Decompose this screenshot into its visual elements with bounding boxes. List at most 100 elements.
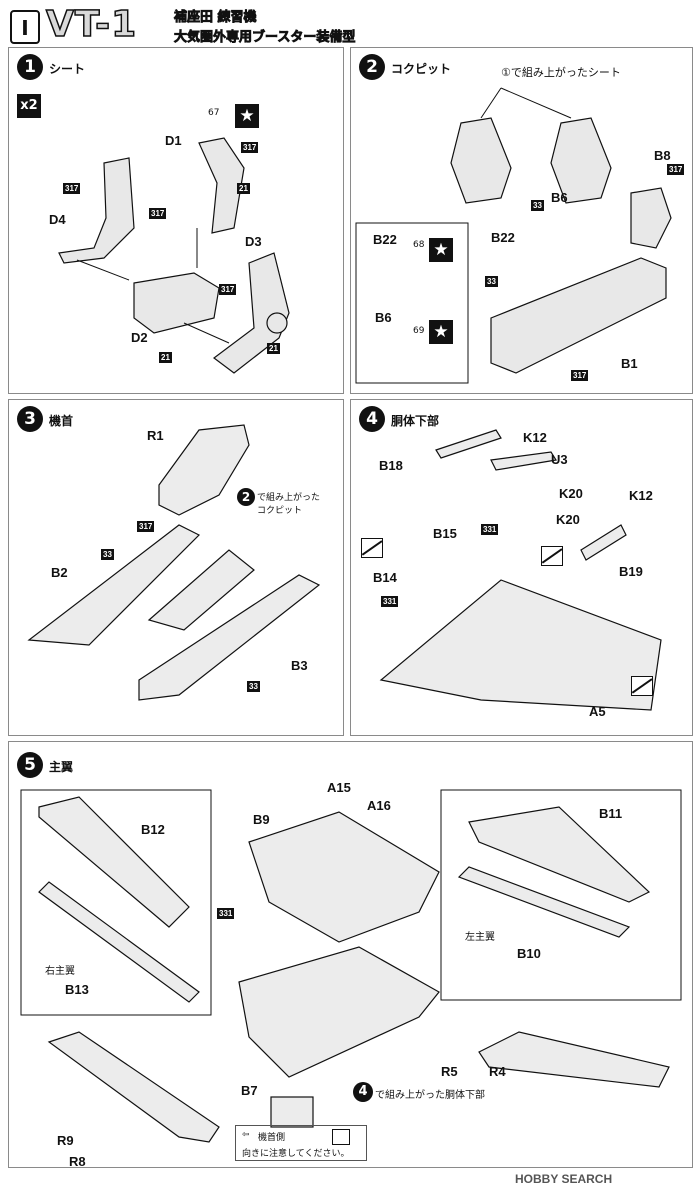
arrow-left-icon: ⇦	[242, 1130, 250, 1140]
star-icon: ★	[429, 238, 453, 262]
part-number: 67	[208, 108, 220, 118]
part-label-a5: A5	[589, 704, 606, 719]
step-1-panel: 1 シート x2 67 ★ D1 D4 D2 D3 317 21 317 21 …	[8, 47, 344, 394]
quantity-badge: x2	[17, 94, 41, 118]
orientation-note: ⇦ 機首側 向きに注意してください。	[235, 1125, 367, 1161]
step-title: 機首	[49, 414, 74, 428]
part-label-r1: R1	[147, 428, 164, 443]
paint-code: 33	[485, 276, 498, 287]
part-label-k20: K20	[559, 486, 583, 501]
inset-part-b6: B6	[375, 310, 392, 325]
lower-fuselage-drawing	[379, 429, 662, 711]
part-label-r5: R5	[441, 1064, 458, 1079]
no-glue-icon	[631, 676, 653, 696]
page-subtitle-2: 大気圏外専用ブースター装備型	[174, 30, 356, 46]
part-label-b19: B19	[619, 564, 643, 579]
no-glue-icon	[541, 546, 563, 566]
step-4-panel: 4 胴体下部 K12 U3 B18 K20 K20 K12 B15 B14 B1…	[350, 399, 693, 736]
part-label-b13: B13	[65, 982, 89, 997]
step-3-panel: 3 機首 R1 B2 B3 2 で組み上がった コクピット 317 33 33	[8, 399, 344, 736]
part-label-b2: B2	[51, 565, 68, 580]
paint-code: 317	[219, 284, 237, 295]
part-label-k12: K12	[523, 430, 547, 445]
star-icon: ★	[235, 104, 259, 128]
part-label-b6: B6	[551, 190, 568, 205]
part-label-b1: B1	[621, 356, 638, 371]
part-label-k20: K20	[556, 512, 580, 527]
step-number: 1	[17, 54, 43, 80]
part-label-r4: R4	[489, 1064, 506, 1079]
seat-parts-drawing	[58, 137, 290, 374]
part-label-b15: B15	[433, 526, 457, 541]
part-number: 68	[413, 240, 425, 250]
paint-code: 317	[667, 164, 685, 175]
main-wing-drawing	[20, 789, 682, 1143]
part-label-d4: D4	[49, 212, 66, 227]
step-number: 3	[17, 406, 43, 432]
step-2-panel: 2 コクピット ①で組み上がったシート B8 B6 B22 B1 B22 68 …	[350, 47, 693, 394]
step-5-panel: 5 主翼 A15 A16 B9 B12 B11 B13 B10 B7 R5 R4…	[8, 741, 693, 1169]
paint-code: 317	[241, 142, 259, 153]
paint-code: 21	[267, 343, 280, 354]
paint-code: 331	[481, 524, 499, 535]
part-label-a16: A16	[367, 798, 391, 813]
right-wing-label: 右主翼	[45, 966, 75, 977]
manual-logo: Ⅰ	[10, 10, 40, 44]
inset-part-b22: B22	[373, 232, 397, 247]
step-reference: 2	[237, 488, 255, 506]
paint-code: 21	[237, 183, 250, 194]
part-label-d1: D1	[165, 133, 182, 148]
part-label-b22: B22	[491, 230, 515, 245]
step-title: シート	[49, 62, 86, 76]
part-label-r9: R9	[57, 1133, 74, 1148]
part-label-b9: B9	[253, 812, 270, 827]
part-label-b14: B14	[373, 570, 397, 585]
part-label-u3: U3	[551, 452, 568, 467]
paint-code: 33	[101, 549, 114, 560]
step-number: 5	[17, 752, 43, 778]
cockpit-parts-drawing	[355, 87, 672, 384]
page-title: VT-1	[45, 3, 138, 46]
paint-code: 331	[381, 596, 399, 607]
paint-code: 317	[571, 370, 589, 381]
no-glue-icon	[361, 538, 383, 558]
part-label-d2: D2	[131, 330, 148, 345]
part-icon	[332, 1129, 350, 1145]
page-header: Ⅰ VT-1 補座田 練習機 大気圏外専用ブースター装備型	[8, 3, 692, 46]
part-label-b7: B7	[241, 1083, 258, 1098]
paint-code: 317	[149, 208, 167, 219]
paint-code: 317	[63, 183, 81, 194]
step-title: 主翼	[49, 760, 74, 774]
orientation-warning: 向きに注意してください。	[242, 1149, 350, 1159]
part-label-b8: B8	[654, 148, 671, 163]
paint-code: 317	[137, 521, 155, 532]
page-subtitle-1: 補座田 練習機	[174, 10, 257, 26]
cockpit-callout-line-1: で組み上がった	[257, 493, 321, 503]
part-label-b11: B11	[599, 806, 623, 821]
part-number: 69	[413, 326, 425, 336]
part-label-b10: B10	[517, 946, 541, 961]
step-title: コクピット	[391, 62, 452, 76]
watermark: HOBBY SEARCH	[515, 1172, 613, 1186]
part-label-a15: A15	[327, 780, 351, 795]
step-number: 2	[359, 54, 385, 80]
nose-parts-drawing	[27, 424, 321, 701]
part-label-b12: B12	[141, 822, 165, 837]
cockpit-callout-line-2: コクピット	[257, 506, 303, 516]
nose-side-label: 機首側	[258, 1133, 286, 1143]
left-wing-label: 左主翼	[465, 932, 495, 943]
part-label-r8: R8	[69, 1154, 86, 1169]
paint-code: 33	[247, 681, 260, 692]
seat-callout: ①で組み上がったシート	[501, 66, 621, 79]
part-label-b3: B3	[291, 658, 308, 673]
step-number: 4	[359, 406, 385, 432]
paint-code: 21	[159, 352, 172, 363]
step-reference: 4	[353, 1082, 373, 1102]
paint-code: 33	[531, 200, 544, 211]
part-label-d3: D3	[245, 234, 262, 249]
paint-code: 331	[217, 908, 235, 919]
part-label-b18: B18	[379, 458, 403, 473]
step-title: 胴体下部	[391, 414, 440, 428]
lower-fuselage-callout: で組み上がった胴体下部	[375, 1090, 485, 1101]
star-icon: ★	[429, 320, 453, 344]
